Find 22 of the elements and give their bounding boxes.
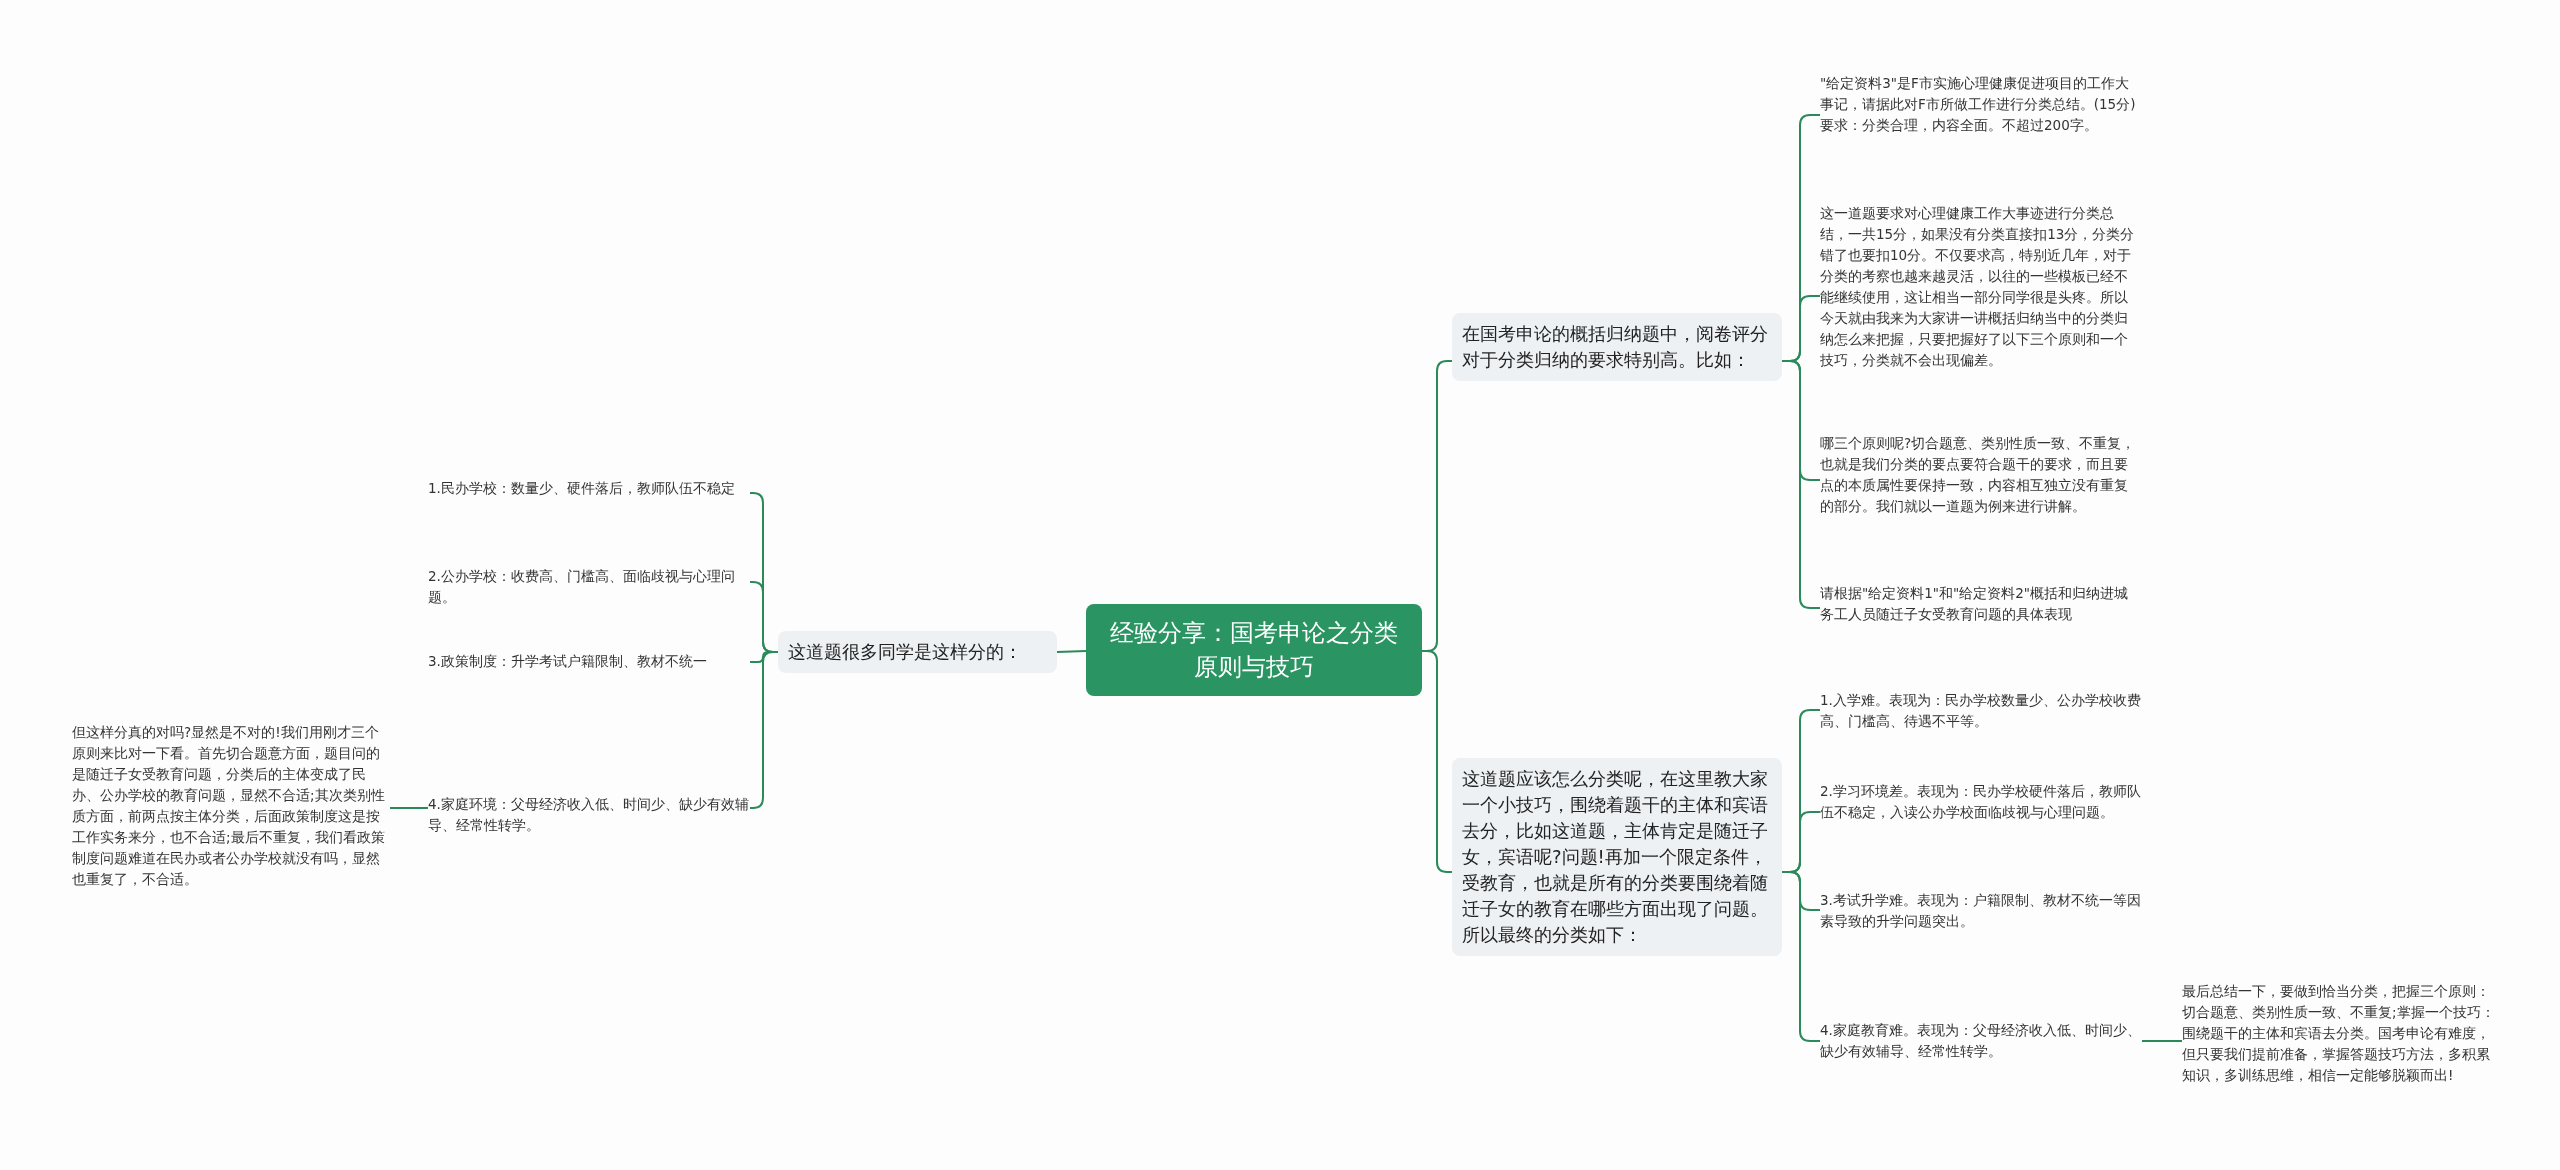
note-text: 请根据"给定资料1"和"给定资料2"概括和归纳进城务工人员随迁子女受教育问题的具体表现 — [1820, 583, 2138, 625]
connector-line — [749, 651, 779, 809]
note-text: 3.政策制度：升学考试户籍限制、教材不统一 — [428, 651, 750, 672]
note-text: 3.考试升学难。表现为：户籍限制、教材不统一等因素导致的升学问题突出。 — [1820, 890, 2142, 932]
connector-line — [1056, 650, 1087, 653]
note-text: 2.学习环境差。表现为：民办学校硬件落后，教师队伍不稳定，入读公办学校面临歧视与心理问题。 — [1820, 781, 2142, 823]
note-text: 这一道题要求对心理健康工作大事迹进行分类总结，一共15分，如果没有分类直接扣13分，分类分错了也要扣10分。不仅要求高，特别近几年，对于分类的考察也越来越灵活，以往的一些模板已经不能继续使用，这让相当一部分同学很是头疼。所以今天就由我来为大家讲一讲概括归纳当中的分类归纳怎么来把握，只要把握好了以下三个原则和一个技巧，分类就不会出现偏差。 — [1820, 203, 2138, 371]
note-text: 1.入学难。表现为：民办学校数量少、公办学校收费高、门槛高、待遇不平等。 — [1820, 690, 2142, 732]
topic-box: 在国考申论的概括归纳题中，阅卷评分对于分类归纳的要求特别高。比如： — [1452, 313, 1782, 381]
note-text: 哪三个原则呢?切合题意、类别性质一致、不重复，也就是我们分类的要点要符合题干的要求，而且要点的本质属性要保持一致，内容相互独立没有重复的部分。我们就以一道题为例来进行讲解。 — [1820, 433, 2138, 517]
topic-box: 这道题很多同学是这样分的： — [778, 631, 1057, 673]
note-text: 4.家庭环境：父母经济收入低、时间少、缺少有效辅导、经常性转学。 — [428, 794, 750, 836]
connector-line — [2141, 1040, 2183, 1042]
note-text: 4.家庭教育难。表现为：父母经济收入低、时间少、缺少有效辅导、经常性转学。 — [1820, 1020, 2142, 1062]
note-text: 最后总结一下，要做到恰当分类，把握三个原则：切合题意、类别性质一致、不重复;掌握一个技巧：围绕题干的主体和宾语去分类。国考申论有难度，但只要我们提前准备，掌握答题技巧方法，多积累知识，多训练思维，相信一定能够脱颖而出! — [2182, 981, 2500, 1086]
note-text: "给定资料3"是F市实施心理健康促进项目的工作大事记，请据此对F市所做工作进行分类总结。(15分)要求：分类合理，内容全面。不超过200字。 — [1820, 73, 2138, 136]
title-box: 经验分享：国考申论之分类原则与技巧 — [1086, 604, 1422, 696]
connector-line — [389, 807, 429, 809]
note-text: 2.公办学校：收费高、门槛高、面临歧视与心理问题。 — [428, 566, 750, 608]
topic-box: 这道题应该怎么分类呢，在这里教大家一个小技巧，围绕着题干的主体和宾语去分，比如这道题，主体肯定是随迁子女，宾语呢?问题!再加一个限定条件，受教育，也就是所有的分类要围绕着随迁子女的教育在哪些方面出现了问题。所以最终的分类如下： — [1452, 758, 1782, 956]
note-text: 1.民办学校：数量少、硬件落后，教师队伍不稳定 — [428, 478, 750, 499]
note-text: 但这样分真的对吗?显然是不对的!我们用刚才三个原则来比对一下看。首先切合题意方面，题目问的是随迁子女受教育问题，分类后的主体变成了民办、公办学校的教育问题，显然不合适;其次类别性质方面，前两点按主体分类，后面政策制度这是按工作实务来分，也不合适;最后不重复，我们看政策制度问题难道在民办或者公办学校就没有吗，显然也重复了，不合适。 — [72, 722, 390, 890]
